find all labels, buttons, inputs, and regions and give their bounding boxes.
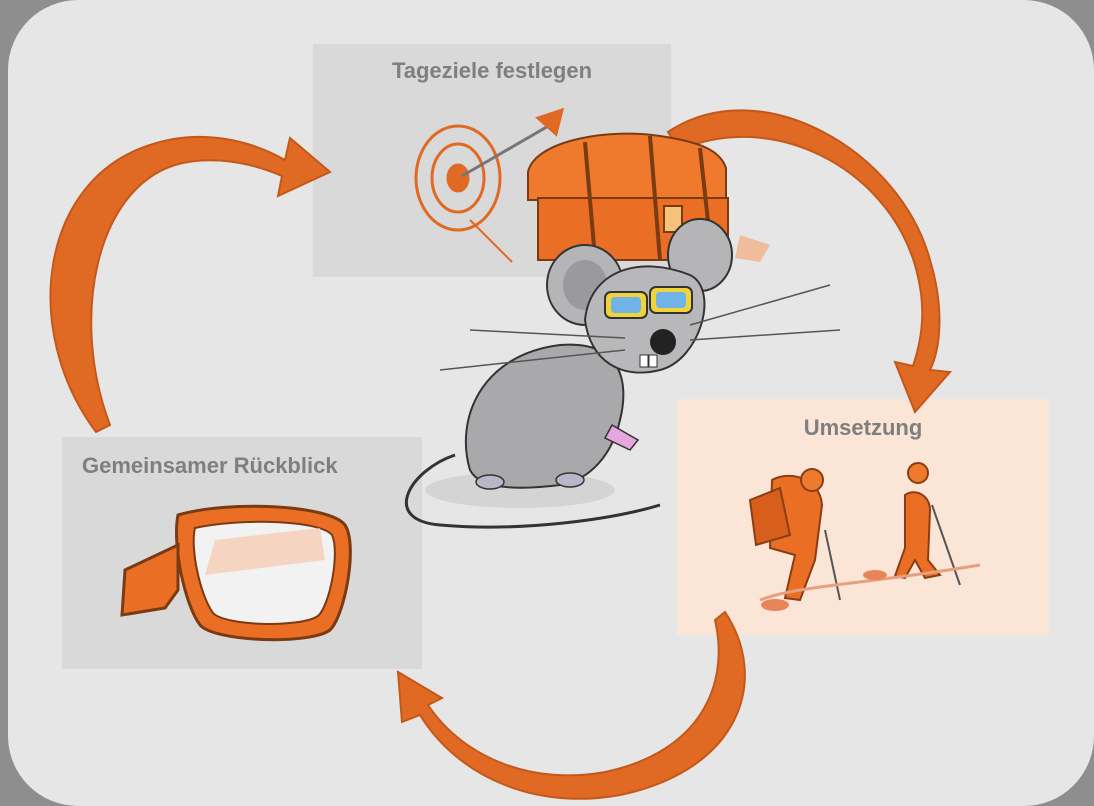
hikers-icon xyxy=(750,463,980,611)
car-mirror-icon xyxy=(122,506,350,639)
arrow-implement-to-review xyxy=(398,612,745,799)
treasure-chest-icon xyxy=(528,134,770,262)
arrow-review-to-goals xyxy=(50,137,330,432)
